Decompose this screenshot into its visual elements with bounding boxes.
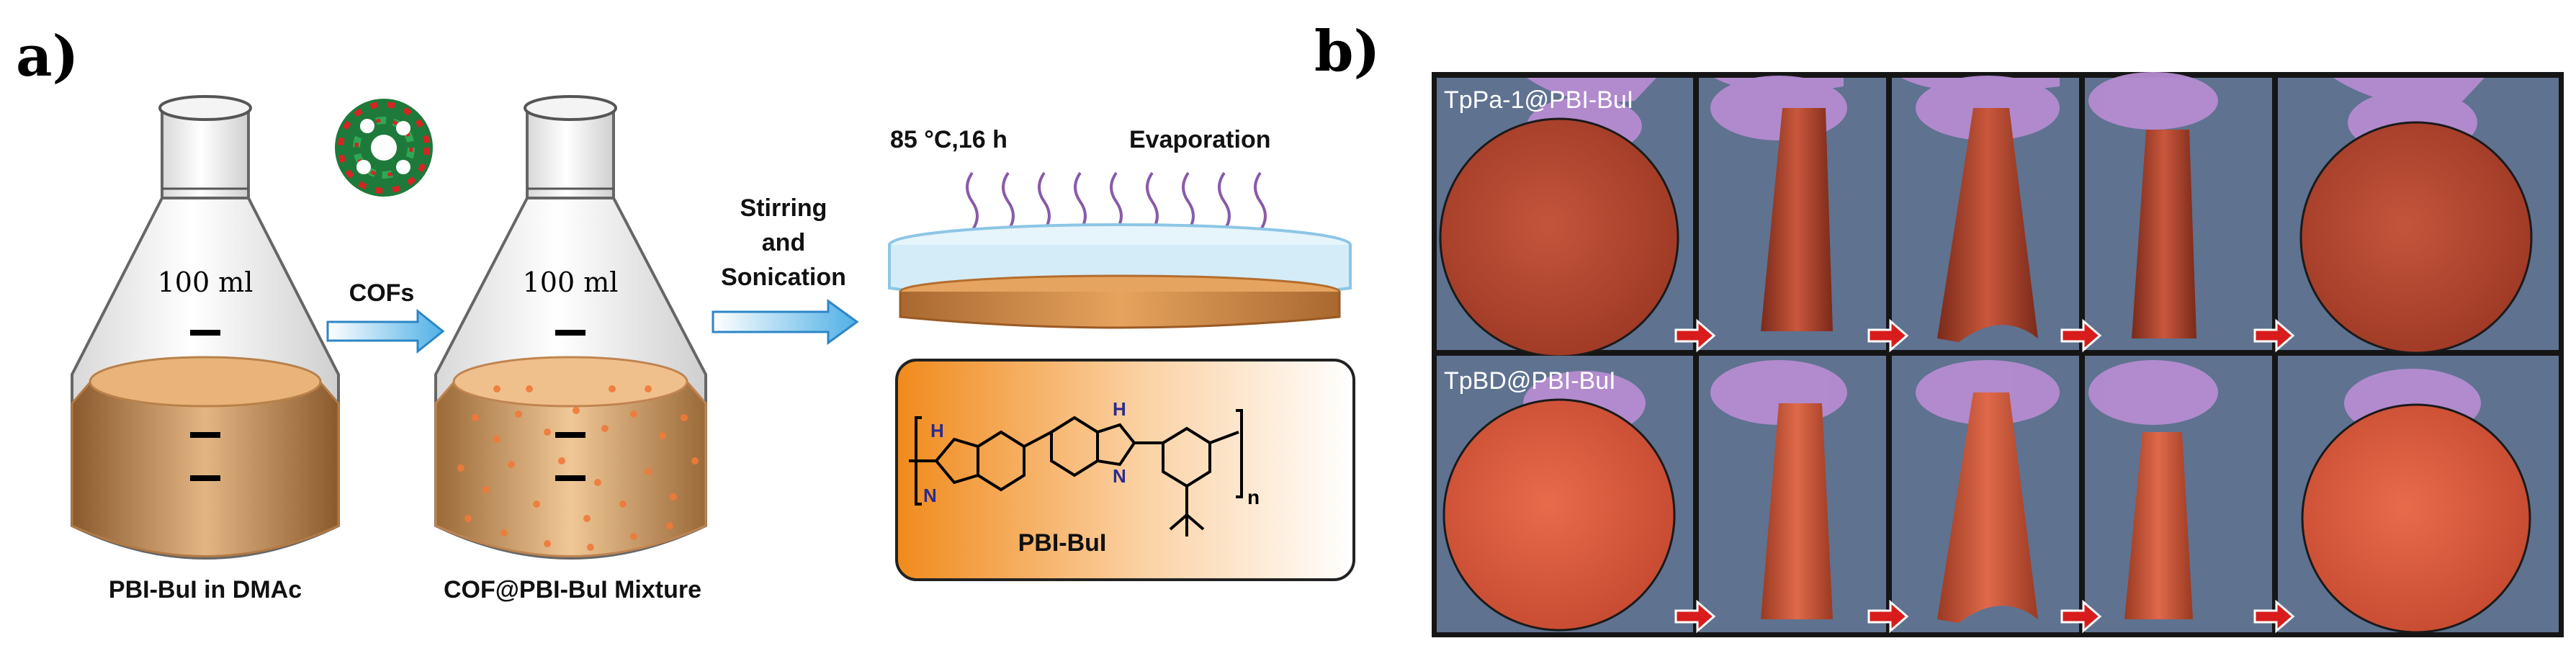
flask-1-solution bbox=[71, 380, 340, 557]
membrane-row2-rolled bbox=[1761, 403, 1833, 619]
membrane-row1-rolled bbox=[1761, 108, 1833, 331]
arrow-cofs: COFs bbox=[326, 279, 445, 354]
membrane-row2-recovered bbox=[2301, 403, 2531, 634]
repeat-n: n bbox=[1247, 486, 1260, 508]
flask-1-rim bbox=[158, 95, 252, 121]
atom-h-1: H bbox=[930, 420, 944, 441]
flask-1-neck bbox=[161, 107, 250, 199]
flask-2-volume: 100 ml bbox=[523, 266, 619, 298]
flask-2-solution bbox=[434, 380, 707, 557]
flask-2-neck bbox=[526, 107, 615, 199]
flask-1: 100 ml PBI-BuI in DMAc bbox=[71, 95, 340, 603]
membrane-row2-flat bbox=[1442, 398, 1676, 632]
membrane-row1-recovered bbox=[2299, 121, 2533, 354]
membrane-row1-flat bbox=[1439, 117, 1679, 358]
red-arrow-r2-4 bbox=[2253, 599, 2295, 634]
cof-crystal-icon bbox=[335, 99, 433, 197]
panel-a-label: a) bbox=[16, 24, 78, 89]
flask-1-caption: PBI-BuI in DMAc bbox=[109, 576, 302, 603]
red-arrow-r1-3 bbox=[2060, 318, 2102, 353]
photo-row-2: TpBD@PBI-BuI bbox=[1437, 356, 2559, 634]
arrow-stirring-line3: Sonication bbox=[721, 264, 846, 291]
membrane-row2-bent bbox=[1937, 392, 2038, 623]
red-arrow-r2-3 bbox=[2060, 599, 2102, 634]
red-arrow-r1-1 bbox=[1674, 318, 1716, 353]
row1-label: TpPa-1@PBI-BuI bbox=[1444, 86, 1633, 114]
red-arrow-r2-1 bbox=[1674, 599, 1716, 634]
cof-particles bbox=[457, 385, 699, 551]
polymer-name: PBI-BuI bbox=[1018, 529, 1107, 557]
row2-label: TpBD@PBI-BuI bbox=[1444, 367, 1616, 395]
flask-2-caption: COF@PBI-BuI Mixture bbox=[444, 576, 701, 603]
structure-box-bg bbox=[895, 359, 1355, 581]
panel-b-label: b) bbox=[1314, 19, 1380, 84]
flask-2-rim bbox=[524, 95, 617, 121]
red-arrows bbox=[1674, 318, 2295, 634]
flask-1-volume: 100 ml bbox=[158, 266, 253, 298]
photo-grid: TpPa-1@PBI-BuI TpBD@PBI-BuI bbox=[1432, 72, 2564, 637]
arrow-cofs-label: COFs bbox=[349, 279, 415, 307]
red-arrow-r1-4 bbox=[2253, 318, 2295, 353]
atom-n-2: N bbox=[1113, 465, 1126, 487]
photo-row-1: TpPa-1@PBI-BuI bbox=[1437, 72, 2559, 358]
arrow-stirring: Stirring and Sonication bbox=[712, 194, 859, 345]
arrow-stirring-line2: and bbox=[762, 229, 805, 256]
red-arrow-r1-2 bbox=[1867, 318, 1909, 353]
pbi-structure bbox=[909, 409, 1243, 536]
membrane-row2-folded bbox=[2124, 432, 2193, 619]
atom-h-2: H bbox=[1113, 398, 1126, 420]
petri-dish: 85 °C,16 h Evaporation bbox=[888, 126, 1352, 329]
atom-n-1: N bbox=[923, 485, 937, 506]
red-arrow-r2-2 bbox=[1867, 599, 1909, 634]
membrane-row1-folded bbox=[2132, 130, 2196, 338]
flask-2: 100 ml COF@PBI-BuI Mixture bbox=[434, 95, 707, 603]
evaporation-label: Evaporation bbox=[1129, 126, 1270, 153]
structure-box: H N H N n PBI-BuI bbox=[895, 359, 1355, 581]
condition-label: 85 °C,16 h bbox=[890, 126, 1007, 153]
arrow-stirring-line1: Stirring bbox=[740, 194, 827, 222]
membrane-row1-bent bbox=[1937, 108, 2038, 342]
